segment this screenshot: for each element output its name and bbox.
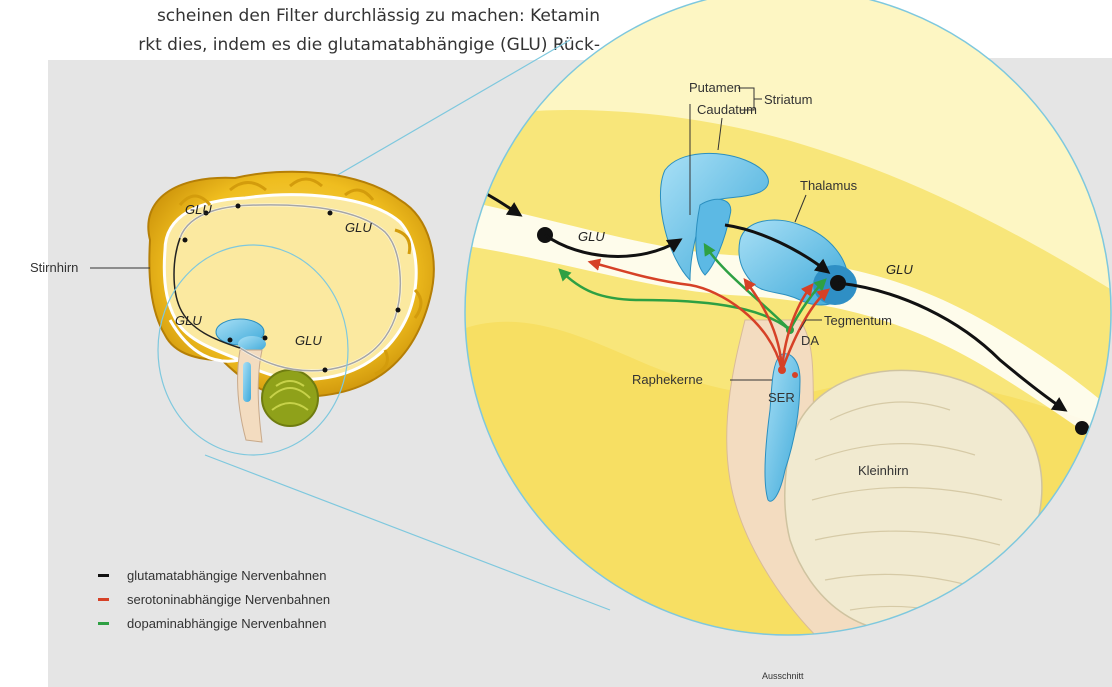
label-striatum: Striatum xyxy=(764,92,812,107)
legend-label-serotonin: serotoninabhängige Nervenbahnen xyxy=(127,592,330,607)
label-putamen: Putamen xyxy=(689,80,741,95)
legend-item-dopamine: dopaminabhängige Nervenbahnen xyxy=(98,611,330,635)
label-glu-zoom-left: GLU xyxy=(578,229,605,244)
legend-item-serotonin: serotoninabhängige Nervenbahnen xyxy=(98,587,330,611)
label-ser: SER xyxy=(768,390,795,405)
legend-item-glutamate: glutamatabhängige Nervenbahnen xyxy=(98,563,330,587)
label-tegmentum: Tegmentum xyxy=(824,313,892,328)
label-glu-left-top: GLU xyxy=(185,202,212,217)
label-raphekerne: Raphekerne xyxy=(632,372,703,387)
label-glu-left-right: GLU xyxy=(345,220,372,235)
label-thalamus: Thalamus xyxy=(800,178,858,193)
brain-section-illustration xyxy=(90,172,434,455)
legend-swatch-glutamate xyxy=(98,574,109,577)
legend-swatch-dopamine xyxy=(98,622,109,625)
label-da: DA xyxy=(801,333,819,348)
label-kleinhirn: Kleinhirn xyxy=(858,463,909,478)
label-stirnhirn: Stirnhirn xyxy=(30,260,78,275)
label-glu-zoom-right: GLU xyxy=(886,262,913,277)
legend-label-dopamine: dopaminabhängige Nervenbahnen xyxy=(127,616,327,631)
label-glu-left-inner: GLU xyxy=(175,313,202,328)
legend: glutamatabhängige Nervenbahnen serotonin… xyxy=(98,563,330,635)
label-glu-left-bottom: GLU xyxy=(295,333,322,348)
legend-swatch-serotonin xyxy=(98,598,109,601)
caption-ausschnitt: Ausschnitt xyxy=(762,671,804,681)
label-caudatum: Caudatum xyxy=(697,102,757,117)
legend-label-glutamate: glutamatabhängige Nervenbahnen xyxy=(127,568,327,583)
